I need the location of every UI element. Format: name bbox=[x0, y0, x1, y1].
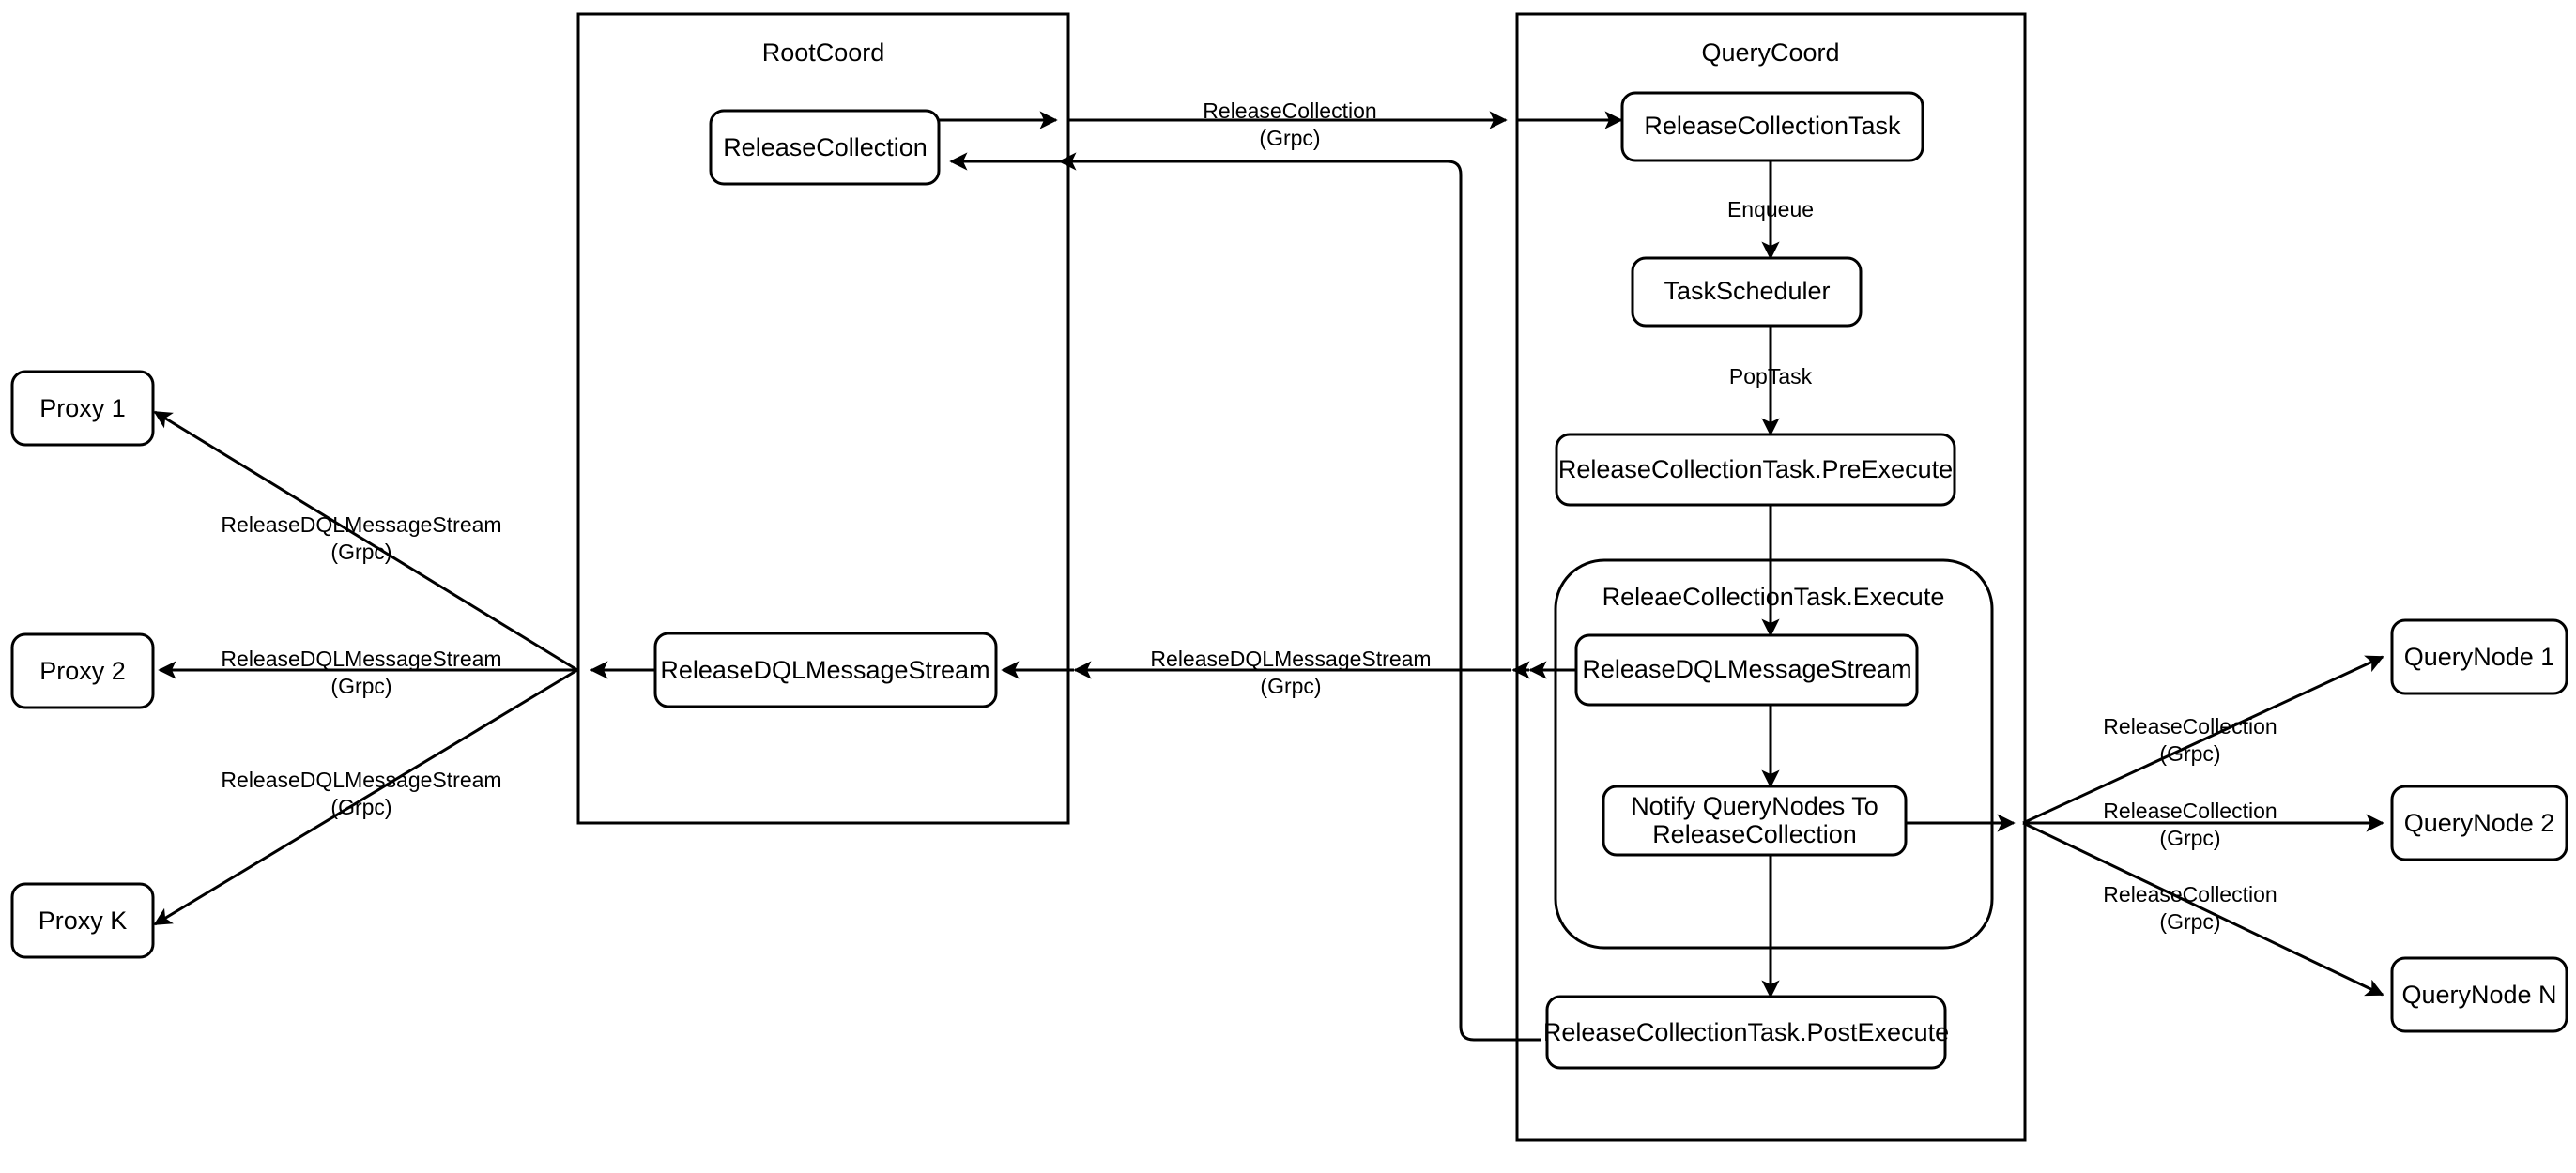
node-querynode-n-label: QueryNode N bbox=[2401, 981, 2556, 1009]
node-rootcoord-releasedqlmessagestream[interactable]: ReleaseDQLMessageStream bbox=[653, 632, 998, 708]
edge-rootcoord-to-proxy-1 bbox=[153, 410, 578, 672]
edge-label-querynode2-line2: (Grpc) bbox=[2159, 826, 2220, 850]
node-proxy-k-label: Proxy K bbox=[38, 906, 128, 935]
node-querynode-1[interactable]: QueryNode 1 bbox=[2390, 618, 2568, 695]
edge-label-proxyk-line2: (Grpc) bbox=[330, 795, 391, 819]
node-querynode-n[interactable]: QueryNode N bbox=[2390, 956, 2568, 1033]
node-proxy-1-label: Proxy 1 bbox=[39, 394, 126, 422]
edge-label-querynoden-line2: (Grpc) bbox=[2159, 909, 2220, 934]
node-proxy-k[interactable]: Proxy K bbox=[10, 882, 155, 959]
edge-label-proxy2-line1: ReleaseDQLMessageStream bbox=[221, 647, 501, 671]
edge-label-proxy1-line2: (Grpc) bbox=[330, 540, 391, 564]
node-querynode-1-label: QueryNode 1 bbox=[2404, 643, 2555, 671]
edge-label-querynode2-line1: ReleaseCollection bbox=[2103, 799, 2277, 823]
container-rootcoord-title: RootCoord bbox=[762, 38, 885, 67]
edge-label-releasecollection-grpc-line2: (Grpc) bbox=[1259, 126, 1320, 150]
node-releasecollectiontask-postexecute[interactable]: ReleaseCollectionTask.PostExecute bbox=[1543, 995, 1949, 1070]
edge-label-releasedql-grpc-line1: ReleaseDQLMessageStream bbox=[1150, 647, 1431, 671]
node-execute-releasedqlmessagestream[interactable]: ReleaseDQLMessageStream bbox=[1574, 633, 1919, 707]
group-release-collection-task-execute: ReleaeCollectionTask.Execute bbox=[1554, 558, 1994, 950]
edge-label-enqueue: Enqueue bbox=[1727, 197, 1814, 221]
node-releasecollectiontask-postexecute-label: ReleaseCollectionTask.PostExecute bbox=[1543, 1018, 1949, 1046]
node-taskscheduler-label: TaskScheduler bbox=[1664, 277, 1830, 305]
node-releasecollectiontask[interactable]: ReleaseCollectionTask bbox=[1620, 91, 1924, 162]
edge-rootcoord-to-proxy-k bbox=[153, 668, 578, 926]
node-notify-querynodes-to-releasecollection[interactable]: Notify QueryNodes To ReleaseCollection bbox=[1602, 785, 1908, 857]
edge-postexecute-return-path bbox=[1084, 160, 1541, 1042]
node-querynode-2-label: QueryNode 2 bbox=[2404, 809, 2555, 837]
node-notify-querynodes-label-line2: ReleaseCollection bbox=[1652, 820, 1857, 848]
node-taskscheduler[interactable]: TaskScheduler bbox=[1631, 256, 1863, 328]
edge-label-releasedql-grpc-line2: (Grpc) bbox=[1260, 674, 1321, 698]
node-releasecollectiontask-label: ReleaseCollectionTask bbox=[1644, 112, 1901, 140]
node-execute-releasedqlmessagestream-label: ReleaseDQLMessageStream bbox=[1582, 655, 1911, 683]
node-rootcoord-releasecollection[interactable]: ReleaseCollection bbox=[709, 109, 941, 186]
edge-label-proxy1-line1: ReleaseDQLMessageStream bbox=[221, 512, 501, 537]
edge-querycoord-to-querynode-n bbox=[2022, 821, 2384, 997]
edge-label-releasecollection-grpc-line1: ReleaseCollection bbox=[1203, 99, 1376, 123]
container-querycoord-title: QueryCoord bbox=[1701, 38, 1839, 67]
node-proxy-2[interactable]: Proxy 2 bbox=[10, 632, 155, 709]
edge-label-proxy2-line2: (Grpc) bbox=[330, 674, 391, 698]
node-releasecollectiontask-preexecute[interactable]: ReleaseCollectionTask.PreExecute bbox=[1555, 433, 1956, 507]
edge-querycoord-to-querynode-1 bbox=[2022, 655, 2384, 825]
edge-label-querynode1-line2: (Grpc) bbox=[2159, 741, 2220, 766]
node-proxy-1[interactable]: Proxy 1 bbox=[10, 370, 155, 447]
node-notify-querynodes-label-line1: Notify QueryNodes To bbox=[1631, 792, 1878, 820]
node-rootcoord-releasedqlmessagestream-label: ReleaseDQLMessageStream bbox=[660, 656, 989, 684]
edge-label-proxyk-line1: ReleaseDQLMessageStream bbox=[221, 768, 501, 792]
edge-label-poptask: PopTask bbox=[1729, 364, 1813, 388]
edge-label-querynoden-line1: ReleaseCollection bbox=[2103, 882, 2277, 906]
node-releasecollectiontask-preexecute-label: ReleaseCollectionTask.PreExecute bbox=[1558, 455, 1953, 483]
group-execute-title: ReleaeCollectionTask.Execute bbox=[1602, 583, 1945, 611]
node-querynode-2[interactable]: QueryNode 2 bbox=[2390, 785, 2568, 861]
edge-label-querynode1-line1: ReleaseCollection bbox=[2103, 714, 2277, 739]
node-rootcoord-releasecollection-label: ReleaseCollection bbox=[723, 133, 928, 161]
node-proxy-2-label: Proxy 2 bbox=[39, 657, 126, 685]
